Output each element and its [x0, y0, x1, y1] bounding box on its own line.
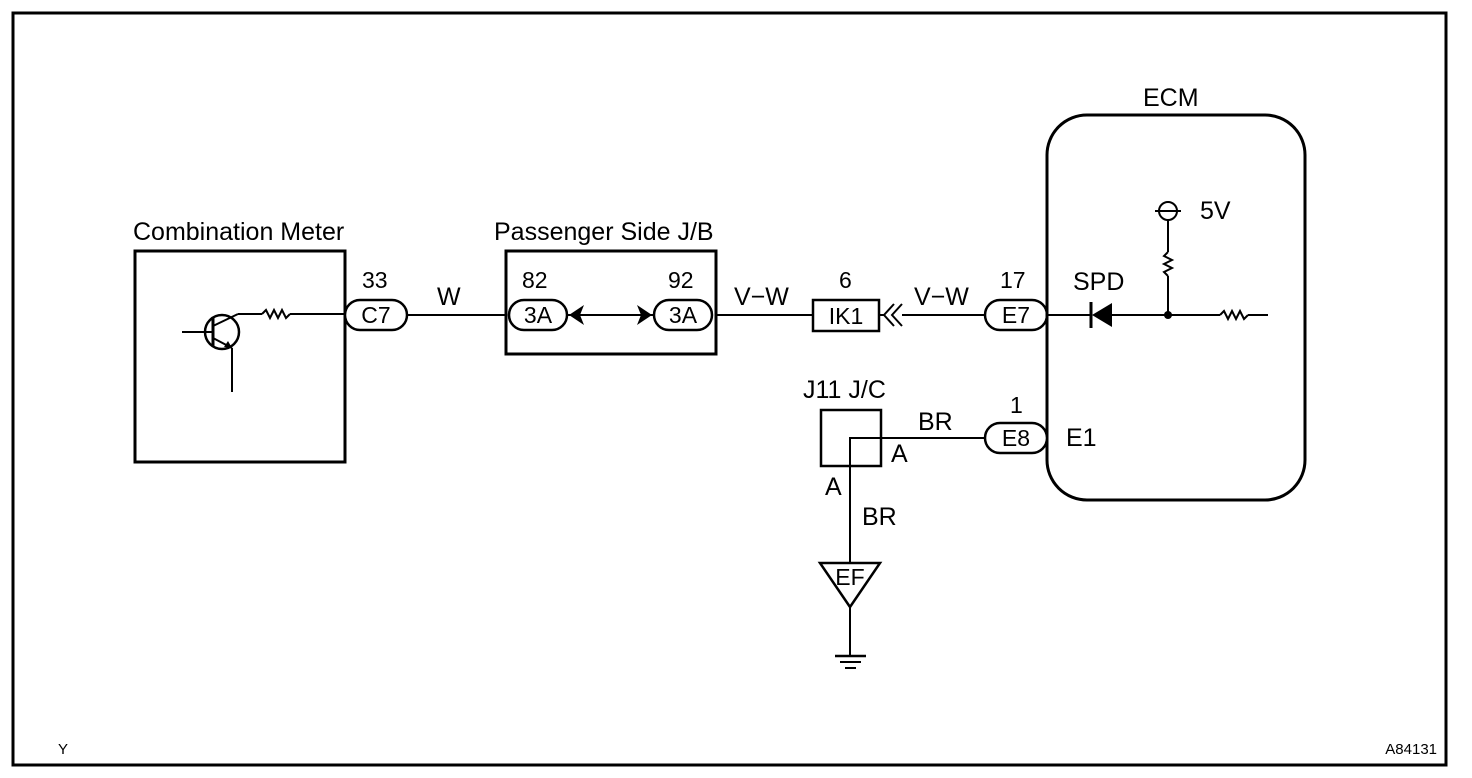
supply-5v-label: 5V: [1200, 197, 1231, 225]
jb-in-pin-number: 82: [522, 267, 548, 293]
wire-vw-label-1: V−W: [734, 283, 789, 311]
passenger-jb-label: Passenger Side J/B: [494, 218, 714, 246]
wire-vw-label-2: V−W: [914, 283, 969, 311]
c7-label: C7: [361, 302, 390, 328]
wire-w-label: W: [437, 283, 461, 311]
jb-out-label: 3A: [669, 302, 698, 328]
combination-meter-box: [133, 249, 347, 464]
footer-figure-code: A84131: [1385, 741, 1437, 758]
ecm-label: ECM: [1143, 84, 1199, 112]
ground-ef-label: EF: [835, 564, 864, 590]
pullup-resistor-icon: [1161, 251, 1175, 277]
spd-label: SPD: [1073, 268, 1124, 296]
combination-meter-label: Combination Meter: [133, 218, 344, 246]
e8-pin-number: 1: [1010, 392, 1023, 418]
e7-label: E7: [1002, 302, 1030, 328]
ik1-chevron-icon: [879, 303, 903, 327]
jb-in-label: 3A: [524, 302, 553, 328]
supply-terminal-icon: [1155, 201, 1181, 221]
ground-symbol-icon: [835, 654, 866, 669]
ecm-e1-label: E1: [1066, 424, 1097, 452]
transistor-icon: [182, 313, 241, 392]
footer-left-code: Y: [58, 741, 68, 758]
jb-out-pin-number: 92: [668, 267, 694, 293]
ecm-box: [1045, 113, 1307, 502]
j11-jc-label: J11 J/C: [803, 376, 886, 404]
connector-3a-out: [652, 298, 714, 332]
diagram-frame: [11, 11, 1448, 767]
diode-icon: [1089, 302, 1112, 328]
jc-terminal-a-bottom: A: [825, 473, 842, 501]
connector-ik1: [811, 298, 881, 333]
meter-resistor-icon: [261, 307, 291, 321]
ground-point-ef-icon: [817, 561, 883, 610]
ik1-label: IK1: [829, 303, 864, 329]
jb-arrow-left-icon: [569, 305, 584, 325]
c7-pin-number: 33: [362, 267, 388, 293]
jc-terminal-a-right: A: [891, 440, 908, 468]
ik1-pin-number: 6: [839, 267, 852, 293]
jb-arrow-right-icon: [637, 305, 652, 325]
e7-pin-number: 17: [1000, 267, 1026, 293]
ecm-resistor-icon: [1219, 308, 1249, 322]
e8-label: E8: [1002, 425, 1030, 451]
wire-br-label-1: BR: [918, 408, 953, 436]
passenger-jb-box: [504, 249, 718, 356]
wire-br-label-2: BR: [862, 503, 897, 531]
